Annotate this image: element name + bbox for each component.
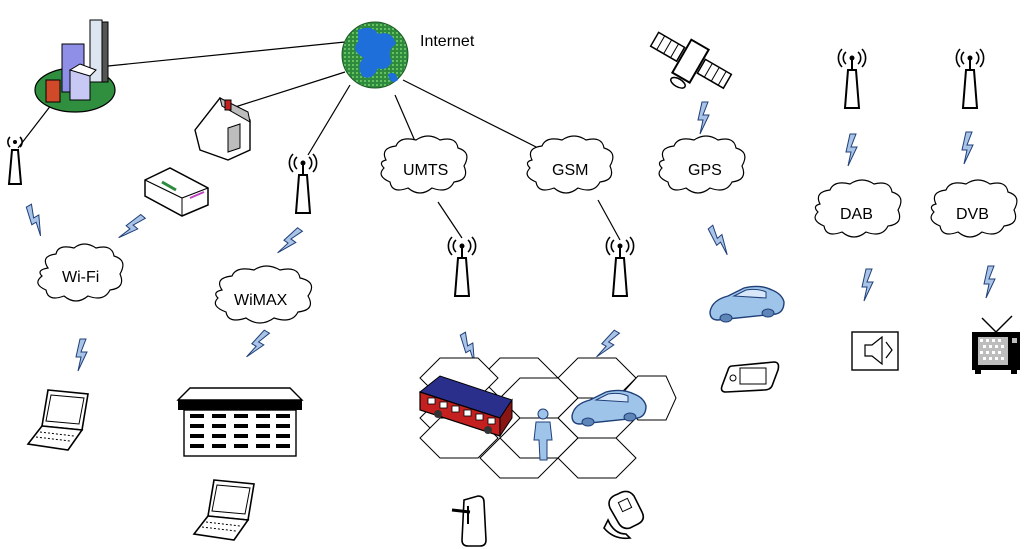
laptop-icon xyxy=(27,389,89,451)
cloud-wifi: Wi-Fi xyxy=(37,243,124,302)
cloud-dvb: DVB xyxy=(930,179,1018,238)
cloud-wimax: WiMAX xyxy=(214,265,313,324)
cloud-dab: DAB xyxy=(814,179,902,238)
gps-label: GPS xyxy=(688,162,722,179)
house-icon xyxy=(194,97,251,161)
office-building-icon xyxy=(176,387,304,457)
satellite-icon xyxy=(649,31,733,90)
car-icon xyxy=(709,285,785,323)
globe-icon xyxy=(341,21,409,89)
antenna-icon xyxy=(7,136,23,185)
cloud-umts: UMTS xyxy=(380,135,468,194)
umts-label: UMTS xyxy=(403,162,448,179)
person-icon xyxy=(533,408,553,461)
antenna-icon xyxy=(955,48,985,109)
cloud-gsm: GSM xyxy=(526,135,614,194)
bus-icon xyxy=(418,375,513,438)
pda-icon xyxy=(451,495,487,547)
internet-label: Internet xyxy=(420,33,475,50)
antenna-icon xyxy=(837,48,867,109)
wifi-label: Wi-Fi xyxy=(62,269,99,286)
cloud-gps: GPS xyxy=(658,135,746,194)
router-icon xyxy=(144,167,209,217)
wimax-label: WiMAX xyxy=(234,292,288,309)
antenna-icon xyxy=(605,236,635,297)
gps-device-icon xyxy=(720,361,780,393)
antenna-icon xyxy=(288,153,318,214)
laptop-icon xyxy=(193,479,255,541)
gsm-label: GSM xyxy=(552,162,588,179)
dab-label: DAB xyxy=(840,206,873,223)
flip-phone-icon xyxy=(603,490,645,540)
radio-speaker-icon xyxy=(851,331,899,371)
tv-icon xyxy=(972,315,1020,374)
dvb-label: DVB xyxy=(956,206,989,223)
city-icon xyxy=(34,19,116,113)
antenna-icon xyxy=(447,236,477,297)
connection-lines xyxy=(17,41,621,241)
